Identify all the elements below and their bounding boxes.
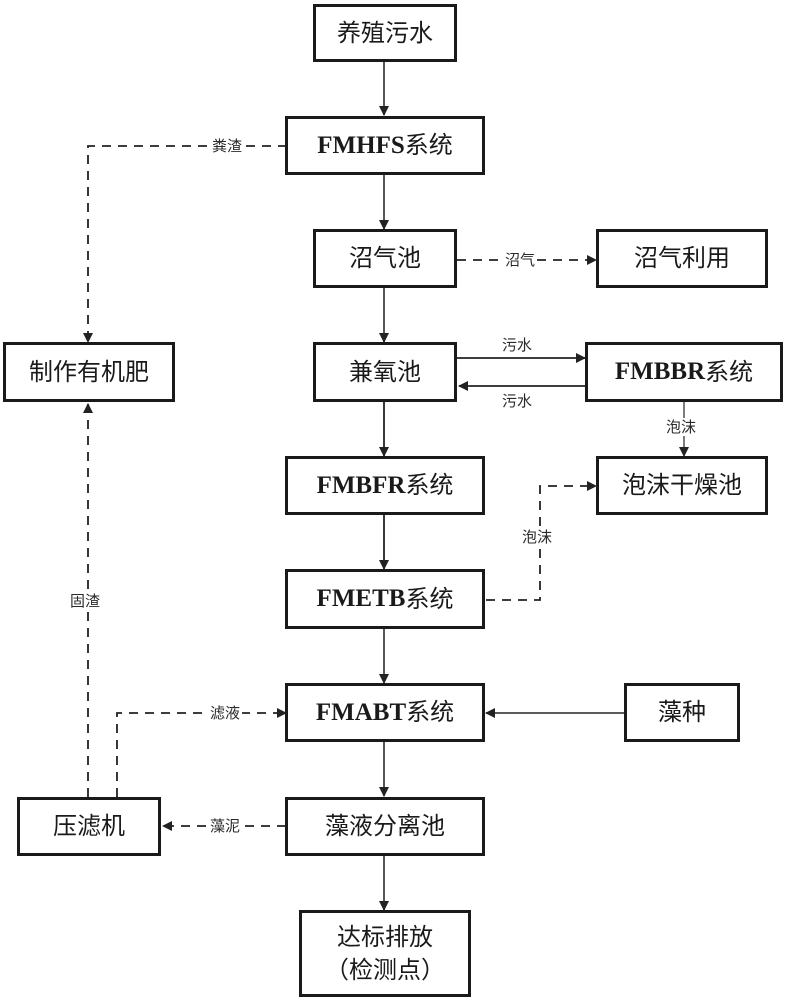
edge-label-foam-etb: 泡沫 (520, 528, 555, 546)
dashed-filter-press-to-fmabt (116, 708, 287, 797)
node-facultative-tank[interactable]: 兼氧池 (313, 342, 457, 402)
node-label-cjk: 系统 (404, 131, 453, 160)
node-biogas-utilization[interactable]: 沼气利用 (596, 229, 768, 288)
node-label-line1: 达标排放 (337, 923, 433, 952)
edge-label-foam-bbr: 泡沫 (664, 418, 699, 436)
node-label-latin: FMBFR (316, 471, 406, 499)
edge-label-biogas: 沼气 (503, 251, 538, 269)
node-label-cjk: 系统 (405, 471, 454, 500)
node-algae-seed[interactable]: 藻种 (624, 683, 740, 742)
node-label-latin: FMHFS (317, 131, 405, 159)
node-label: 藻液分离池 (325, 812, 445, 841)
edge-label-solid-residue: 固渣 (68, 592, 103, 610)
node-filter-press[interactable]: 压滤机 (17, 797, 161, 856)
node-label-cjk: 系统 (405, 584, 454, 613)
edge-label-sewage-out: 污水 (502, 336, 533, 354)
dashed-fmhfs-to-fertilizer (83, 145, 287, 343)
node-foam-drying-tank[interactable]: 泡沫干燥池 (596, 456, 768, 515)
node-label-cjk: 系统 (705, 357, 754, 386)
node-label: 制作有机肥 (29, 357, 149, 386)
node-label: 藻种 (658, 698, 706, 727)
node-compliant-discharge[interactable]: 达标排放 （检测点） (299, 910, 471, 997)
node-label-cjk: 系统 (406, 698, 455, 727)
node-label-latin: FMBBR (614, 358, 706, 386)
edge-label-algae-sludge: 藻泥 (208, 817, 243, 835)
node-label: 沼气利用 (634, 244, 730, 273)
node-label: 沼气池 (349, 244, 421, 273)
node-label-latin: FMETB (316, 585, 406, 613)
edge-label-sewage-back: 污水 (502, 392, 533, 410)
node-label: 养殖污水 (337, 18, 433, 47)
node-organic-fertilizer[interactable]: 制作有机肥 (3, 342, 175, 402)
node-biogas-tank[interactable]: 沼气池 (313, 229, 457, 288)
dashed-fmetb-to-foam-dry (486, 481, 597, 601)
node-label-line2: （检测点） (325, 955, 445, 984)
node-label: 兼氧池 (349, 357, 421, 386)
node-label: 泡沫干燥池 (622, 471, 742, 500)
node-label: 压滤机 (53, 812, 125, 841)
node-algae-separation-tank[interactable]: 藻液分离池 (285, 797, 485, 856)
node-label-latin: FMABT (315, 698, 407, 726)
edge-label-filtrate: 滤液 (208, 704, 243, 722)
node-wastewater[interactable]: 养殖污水 (313, 4, 457, 62)
edge-label-manure-residue: 粪渣 (210, 137, 245, 155)
